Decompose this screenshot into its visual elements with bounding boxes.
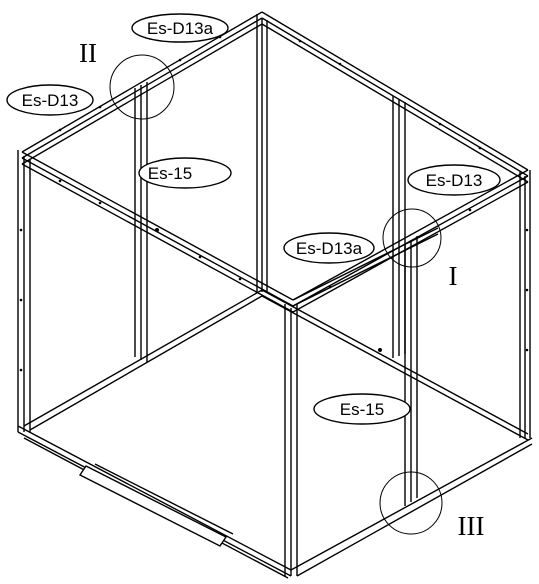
label-oval-post-left — [138, 157, 232, 189]
rivet-dots — [19, 35, 529, 372]
front-handle — [78, 463, 234, 547]
rail-top-rear-right — [261, 11, 529, 183]
post-front — [284, 304, 298, 576]
label-joint-front-a: Es-D13a — [296, 239, 363, 258]
rail-bottom-rear-left — [23, 289, 263, 431]
detail-circle-i — [382, 208, 442, 268]
middle-post-left — [134, 82, 148, 362]
label-oval-joint-front-a — [283, 232, 375, 264]
post-left — [17, 150, 31, 432]
label-top-right: Es-D13 — [426, 171, 483, 190]
bottom-rails — [17, 289, 533, 579]
label-oval-top-left — [6, 84, 94, 116]
middle-posts — [134, 82, 418, 506]
callout-iii: III — [458, 511, 485, 541]
label-oval-top-right — [407, 164, 501, 196]
middle-post-right — [392, 96, 406, 358]
post-right — [519, 170, 531, 438]
callout-numerals: II I III — [79, 38, 484, 541]
label-oval-post-right — [313, 393, 411, 425]
detail-circle-ii — [109, 54, 175, 120]
rail-bottom-front-right — [290, 437, 533, 577]
label-post-right: Es-15 — [340, 400, 384, 419]
label-top-left: Es-D13 — [22, 91, 79, 110]
label-post-left: Es-15 — [148, 164, 192, 183]
detail-circles — [109, 54, 443, 535]
callout-ii: II — [79, 38, 97, 68]
label-top-rear-a: Es-D13a — [147, 19, 214, 38]
front-joint-bar — [292, 227, 439, 307]
part-label-texts: Es-D13a Es-D13 Es-15 Es-D13 Es-D13a Es-1… — [22, 19, 483, 419]
callout-i: I — [449, 261, 458, 291]
rail-top-front-left — [21, 151, 294, 313]
corner-posts — [17, 14, 531, 576]
part-label-ovals — [6, 13, 501, 425]
detail-circle-iii — [379, 471, 443, 535]
top-rails — [21, 11, 529, 313]
label-oval-top-rear-a — [131, 13, 229, 43]
post-rear — [256, 14, 268, 292]
rail-bottom-rear-right — [261, 289, 529, 441]
